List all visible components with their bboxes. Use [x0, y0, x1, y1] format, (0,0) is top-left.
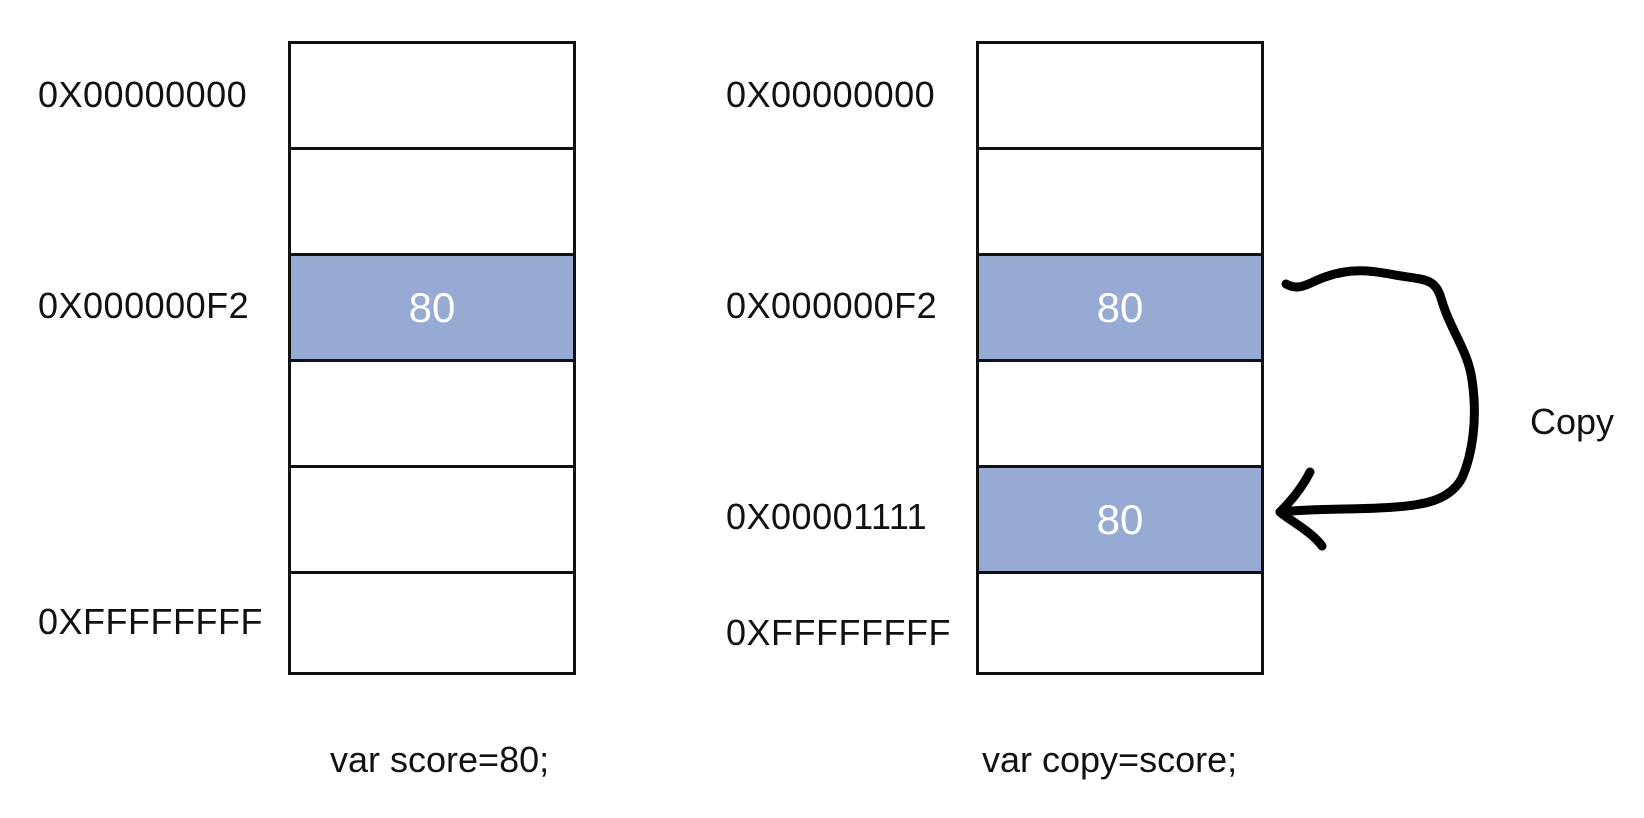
- right-divider: [979, 571, 1261, 574]
- left-caption: var score=80;: [330, 739, 550, 780]
- left-address-middle: 0X000000F2: [38, 285, 250, 326]
- right-cell-1: [979, 150, 1261, 256]
- left-cell-3: [291, 362, 573, 468]
- left-address-top: 0X00000000: [38, 74, 248, 115]
- left-divider: [291, 147, 573, 150]
- right-cell-4: 80: [979, 468, 1261, 571]
- right-cell-5: [979, 574, 1261, 672]
- left-divider: [291, 465, 573, 468]
- left-cell-5: [291, 574, 573, 672]
- left-divider: [291, 359, 573, 362]
- left-memory-stack: 80: [288, 41, 576, 675]
- left-divider: [291, 571, 573, 574]
- right-cell-0: [979, 44, 1261, 150]
- right-divider: [979, 253, 1261, 256]
- right-address-top: 0X00000000: [726, 74, 936, 115]
- right-address-middle: 0X000000F2: [726, 285, 938, 326]
- left-address-bottom: 0XFFFFFFFF: [38, 601, 263, 642]
- right-divider: [979, 359, 1261, 362]
- left-cell-1: [291, 150, 573, 256]
- left-cell-4: [291, 468, 573, 574]
- left-divider: [291, 253, 573, 256]
- right-divider: [979, 465, 1261, 468]
- right-divider: [979, 147, 1261, 150]
- left-cell-2: 80: [291, 256, 573, 359]
- right-cell-3: [979, 362, 1261, 468]
- right-address-copy: 0X00001111: [726, 496, 928, 537]
- right-cell-2: 80: [979, 256, 1261, 359]
- left-cell-0: [291, 44, 573, 150]
- right-address-bottom: 0XFFFFFFFF: [726, 612, 951, 653]
- copy-label: Copy: [1530, 401, 1615, 442]
- right-caption: var copy=score;: [982, 739, 1238, 780]
- right-memory-stack: 80 80: [976, 41, 1264, 675]
